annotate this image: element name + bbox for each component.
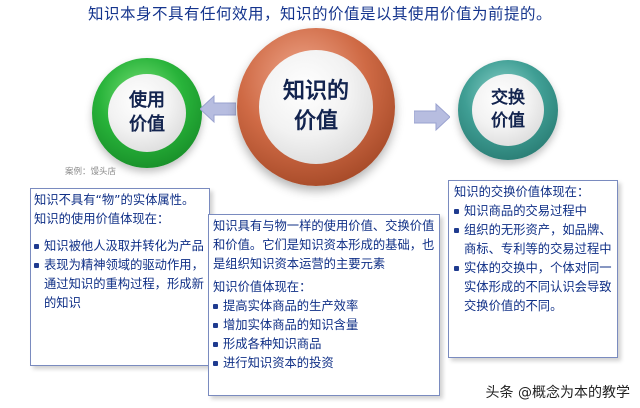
use-value-label: 使用 价值 bbox=[108, 74, 186, 152]
knowledge-value-subhead: 知识价值体现在： bbox=[213, 280, 312, 294]
page-title: 知识本身不具有任何效用，知识的价值是以其使用价值为前提的。 bbox=[87, 5, 552, 23]
use-value-line2: 价值 bbox=[129, 114, 165, 135]
exchange-value-box: 知识的交换价值体现在： 知识商品的交易过程中 组织的无形资产，如品牌、商标、专利… bbox=[448, 180, 618, 358]
exchange-value-circle: 交换 价值 bbox=[458, 60, 558, 160]
exchange-value-line1: 交换 bbox=[491, 88, 525, 108]
exchange-value-line2: 价值 bbox=[491, 111, 525, 131]
use-value-list: 知识被他人汲取并转化为产品 表现为精神领域的驱动作用，通过知识的重构过程，形成新… bbox=[34, 237, 206, 313]
exchange-value-label: 交换 价值 bbox=[472, 74, 544, 146]
case-caption: 案例：馒头店 bbox=[65, 167, 117, 177]
list-item: 知识被他人汲取并转化为产品 bbox=[34, 237, 206, 256]
use-value-intro: 知识不具有“物”的实体属性。知识的使用价值体现在： bbox=[34, 193, 195, 226]
knowledge-value-circle: 知识的 价值 bbox=[237, 28, 395, 186]
exchange-value-list: 知识商品的交易过程中 组织的无形资产，如品牌、商标、专利等的交易过程中 实体的交… bbox=[454, 202, 612, 316]
use-value-line1: 使用 bbox=[129, 90, 165, 111]
use-value-box: 知识不具有“物”的实体属性。知识的使用价值体现在： 知识被他人汲取并转化为产品 … bbox=[30, 188, 210, 366]
knowledge-value-label: 知识的 价值 bbox=[259, 50, 373, 164]
list-item: 形成各种知识商品 bbox=[213, 335, 435, 354]
list-item: 知识商品的交易过程中 bbox=[454, 202, 612, 221]
arrow-left-icon bbox=[200, 94, 236, 124]
knowledge-value-intro: 知识具有与物一样的使用价值、交换价值和价值。它们是知识资本形成的基础，也是组织知… bbox=[213, 219, 435, 271]
use-value-circle: 使用 价值 bbox=[92, 58, 202, 168]
list-item: 进行知识资本的投资 bbox=[213, 354, 435, 373]
knowledge-value-line2: 价值 bbox=[293, 109, 338, 134]
knowledge-value-list: 提高实体商品的生产效率 增加实体商品的知识含量 形成各种知识商品 进行知识资本的… bbox=[213, 297, 435, 373]
list-item: 实体的交换中，个体对同一实体形成的不同认识会导致交换价值的不同。 bbox=[454, 259, 612, 316]
list-item: 提高实体商品的生产效率 bbox=[213, 297, 435, 316]
list-item: 增加实体商品的知识含量 bbox=[213, 316, 435, 335]
list-item: 组织的无形资产，如品牌、商标、专利等的交易过程中 bbox=[454, 221, 612, 259]
watermark: 头条 @概念为本的教学 bbox=[485, 385, 630, 401]
exchange-value-intro: 知识的交换价值体现在： bbox=[454, 185, 590, 199]
knowledge-value-line1: 知识的 bbox=[282, 79, 349, 104]
list-item: 表现为精神领域的驱动作用，通过知识的重构过程，形成新的知识 bbox=[34, 256, 206, 313]
knowledge-value-box: 知识具有与物一样的使用价值、交换价值和价值。它们是知识资本形成的基础，也是组织知… bbox=[208, 214, 440, 396]
arrow-right-icon bbox=[414, 102, 450, 132]
